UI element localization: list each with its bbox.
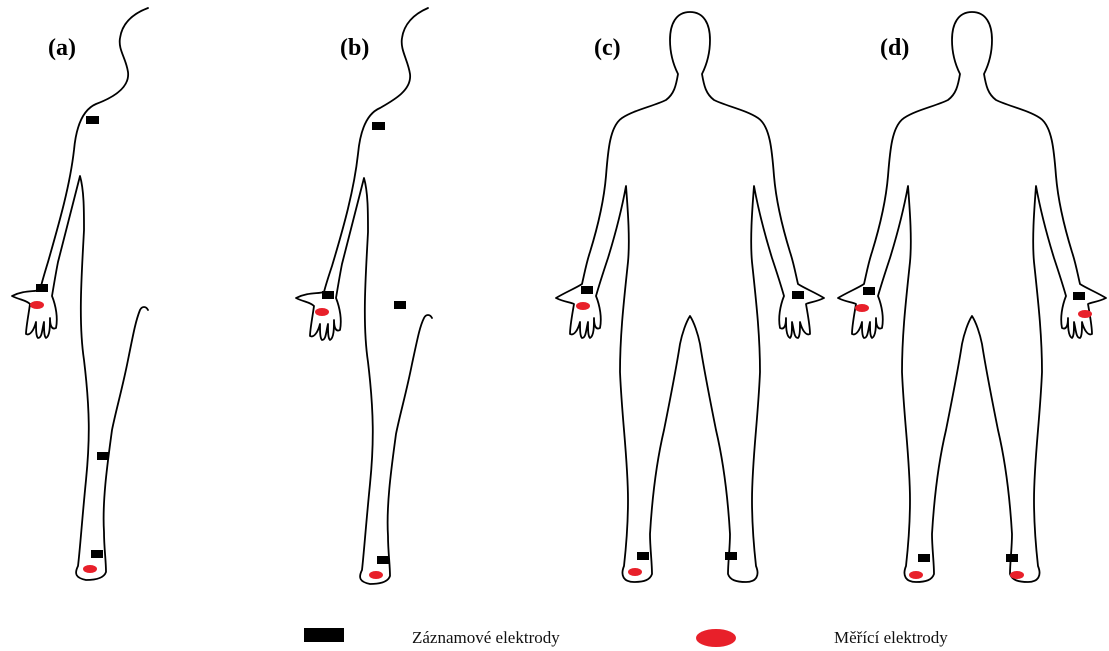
recording-electrode xyxy=(581,286,593,294)
measuring-electrode xyxy=(369,571,383,579)
measuring-electrode xyxy=(628,568,642,576)
recording-electrode xyxy=(1006,554,1018,562)
recording-electrode xyxy=(792,291,804,299)
legend: Záznamové elektrody Měřící elektrody xyxy=(304,628,948,647)
recording-electrode xyxy=(97,452,109,460)
legend-recording-swatch xyxy=(304,628,344,642)
legend-recording-label: Záznamové elektrody xyxy=(412,628,560,647)
measuring-electrode xyxy=(315,308,329,316)
panel-b-body-outline xyxy=(296,8,432,584)
measuring-electrode xyxy=(576,302,590,310)
panel-a: (a) xyxy=(12,8,148,580)
legend-measuring-swatch xyxy=(696,629,736,647)
recording-electrode xyxy=(36,284,48,292)
panel-a-label: (a) xyxy=(48,35,76,61)
recording-electrode xyxy=(322,291,334,299)
recording-electrode xyxy=(863,287,875,295)
recording-electrode xyxy=(394,301,406,309)
recording-electrode xyxy=(377,556,389,564)
panel-b: (b) xyxy=(296,8,432,584)
recording-electrode xyxy=(637,552,649,560)
recording-electrode xyxy=(725,552,737,560)
legend-measuring-label: Měřící elektrody xyxy=(834,628,948,647)
panel-b-label: (b) xyxy=(340,35,369,61)
measuring-electrode xyxy=(30,301,44,309)
panel-d: (d) xyxy=(838,12,1106,582)
panel-c: (c) xyxy=(556,12,824,582)
panel-d-label: (d) xyxy=(880,35,909,61)
measuring-electrode xyxy=(1078,310,1092,318)
measuring-electrode xyxy=(83,565,97,573)
panel-c-body-outline xyxy=(556,12,824,582)
measuring-electrode xyxy=(855,304,869,312)
measuring-electrode xyxy=(1010,571,1024,579)
panel-a-body-outline xyxy=(12,8,148,580)
recording-electrode xyxy=(918,554,930,562)
recording-electrode xyxy=(372,122,385,130)
recording-electrode xyxy=(91,550,103,558)
recording-electrode xyxy=(86,116,99,124)
panel-d-body-outline xyxy=(838,12,1106,582)
recording-electrode xyxy=(1073,292,1085,300)
panel-c-label: (c) xyxy=(594,35,621,61)
measuring-electrode xyxy=(909,571,923,579)
